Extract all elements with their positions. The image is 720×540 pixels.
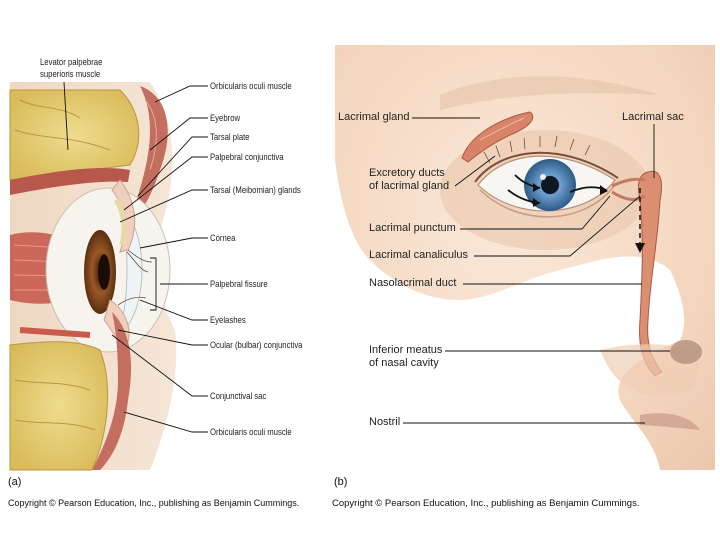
label-inferior-meatus-line1: Inferior meatus <box>369 344 443 356</box>
label-nostril: Nostril <box>369 416 401 428</box>
label-conjunctival-sac: Conjunctival sac <box>210 391 267 401</box>
label-excretory-line1: Excretory ducts <box>369 167 445 179</box>
label-nasolacrimal-duct: Nasolacrimal duct <box>369 277 457 289</box>
copyright-b: Copyright © Pearson Education, Inc., pub… <box>332 498 640 509</box>
label-lacrimal-canaliculus: Lacrimal canaliculus <box>369 249 469 261</box>
label-ocular-conjunctiva: Ocular (bulbar) conjunctiva <box>210 340 303 350</box>
label-palpebral-conjunctiva: Palpebral conjunctiva <box>210 152 284 162</box>
label-excretory-line2: of lacrimal gland <box>369 180 450 192</box>
label-palpebral-fissure: Palpebral fissure <box>210 279 268 289</box>
label-orbicularis-bottom: Orbicularis oculi muscle <box>210 427 292 437</box>
panel-a-tag: (a) <box>8 476 22 488</box>
panel-b-art <box>335 45 715 470</box>
panel-b-tag: (b) <box>334 476 348 488</box>
label-lacrimal-punctum: Lacrimal punctum <box>369 222 456 234</box>
label-levator-line1: Levator palpebrae <box>40 57 103 67</box>
label-cornea: Cornea <box>210 233 236 243</box>
label-tarsal-glands: Tarsal (Meibomian) glands <box>210 185 301 195</box>
label-lacrimal-gland: Lacrimal gland <box>338 111 410 123</box>
label-tarsal-plate: Tarsal plate <box>210 132 250 142</box>
label-lacrimal-sac: Lacrimal sac <box>622 111 684 123</box>
label-orbicularis-top: Orbicularis oculi muscle <box>210 81 292 91</box>
label-eyebrow: Eyebrow <box>210 113 241 123</box>
label-inferior-meatus-line2: of nasal cavity <box>369 357 439 369</box>
copyright-a: Copyright © Pearson Education, Inc., pub… <box>8 498 300 508</box>
label-levator-line2: superioris muscle <box>40 69 101 79</box>
label-eyelashes: Eyelashes <box>210 315 246 325</box>
panel-a-art <box>9 81 208 471</box>
